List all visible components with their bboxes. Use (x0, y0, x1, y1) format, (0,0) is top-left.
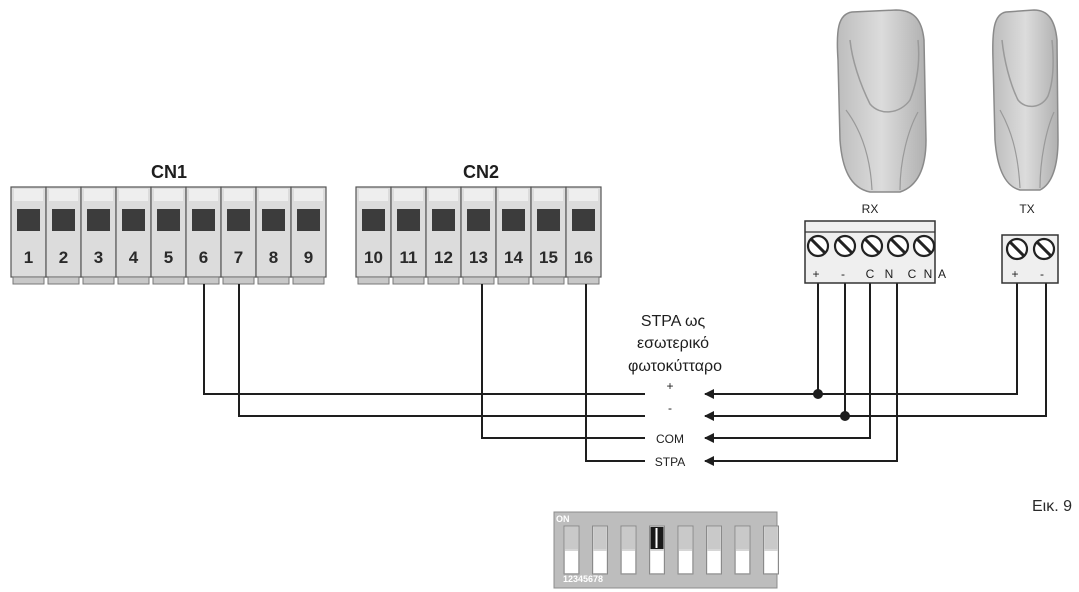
screw-icon (1005, 237, 1029, 261)
wire-terminal-7 (238, 284, 645, 417)
tx-terminal-strip (1001, 234, 1059, 284)
cn1-terminal-1: 1 (10, 186, 47, 285)
wire-rx-minus (704, 282, 846, 421)
cn1-terminal-number: 4 (129, 248, 139, 267)
photocell-wires (704, 282, 1047, 466)
dip-on-label: ON (556, 514, 570, 524)
dip-toggle-5 (677, 525, 694, 575)
cn1-terminal-7: 7 (220, 186, 257, 285)
cn1-terminal-4: 4 (115, 186, 152, 285)
screw-icon (912, 234, 936, 258)
cn2-terminal-14: 14 (495, 186, 532, 285)
cn2-title: CN2 (463, 162, 499, 182)
caption-line-3: φωτοκύτταρο (628, 358, 722, 375)
caption-line-1: STPA ως (641, 313, 706, 330)
rx-terminal-label: N (885, 267, 894, 281)
dip-toggle-6 (706, 525, 722, 575)
cn1-terminal-number: 8 (269, 248, 278, 267)
dip-toggle-1 (563, 525, 580, 575)
cn1-terminal-block: 1 2 3 4 5 6 7 8 9 (10, 186, 327, 285)
cn1-terminal-9: 9 (290, 186, 327, 285)
caption-line-2: εσωτερικό (637, 335, 709, 352)
screw-icon (1032, 237, 1056, 261)
cn1-terminal-number: 3 (94, 248, 103, 267)
cn2-terminal-16: 16 (565, 186, 602, 285)
rx-terminal-label: + (812, 267, 819, 281)
cn1-terminal-number: 7 (234, 248, 243, 267)
wire-tx-minus (845, 283, 1047, 417)
wire-rx-plus (704, 282, 819, 399)
figure-label: Εικ. 9 (1032, 498, 1072, 515)
cn1-terminal-number: 5 (164, 248, 173, 267)
junction-plus (813, 389, 823, 399)
wire-tx-plus (818, 283, 1018, 395)
cn1-terminal-number: 1 (24, 248, 33, 267)
screw-icon (860, 234, 884, 258)
rx-terminal-label: N (924, 267, 933, 281)
dip-toggle-8 (763, 525, 779, 575)
wire-rx-n (704, 282, 898, 466)
dip-toggle-7 (734, 525, 751, 575)
wire-terminal-16 (585, 284, 645, 462)
wire-terminal-6 (203, 284, 645, 395)
tx-title: TX (1019, 202, 1034, 216)
dip-toggle-2 (592, 525, 608, 575)
tx-terminal-label: + (1011, 267, 1018, 281)
wire-label-com: COM (656, 432, 684, 446)
cn2-terminal-12: 12 (425, 186, 462, 285)
cn1-terminal-2: 2 (45, 186, 82, 285)
dip-numbers: 12345678 (563, 574, 603, 584)
rx-terminal-strip (804, 220, 936, 284)
rx-photocell-icon (836, 9, 927, 193)
cn2-terminal-number: 13 (469, 248, 488, 267)
tx-terminal-labels: +- (1011, 267, 1044, 281)
cn2-terminal-number: 16 (574, 248, 593, 267)
rx-title: RX (862, 202, 879, 216)
rx-terminal-label: C (866, 267, 875, 281)
dip-switch (553, 511, 779, 589)
tx-terminal-label: - (1040, 267, 1044, 281)
cn1-terminal-3: 3 (80, 186, 117, 285)
cn2-terminal-10: 10 (355, 186, 392, 285)
stpa-caption: STPA ως εσωτερικό φωτοκύτταρο (628, 313, 722, 375)
rx-terminal-label: C (908, 267, 917, 281)
cn2-terminal-number: 12 (434, 248, 453, 267)
dip-toggle-4 (649, 525, 665, 575)
cn1-terminal-number: 2 (59, 248, 68, 267)
junction-minus (840, 411, 850, 421)
screw-icon (886, 234, 910, 258)
rx-terminal-label: A (938, 267, 946, 281)
cn2-terminal-number: 11 (400, 248, 418, 267)
cn2-terminal-15: 15 (530, 186, 567, 285)
screw-icon (806, 234, 830, 258)
wire-label-group: + - COM STPA (655, 379, 685, 469)
cn1-terminal-8: 8 (255, 186, 292, 285)
tx-photocell-icon (992, 9, 1059, 191)
dip-toggle-3 (620, 525, 637, 575)
wire-label-minus: - (668, 401, 672, 415)
wire-terminal-13 (481, 284, 645, 439)
cn1-terminal-number: 9 (304, 248, 313, 267)
cn1-title: CN1 (151, 162, 187, 182)
cn2-terminal-number: 15 (539, 248, 558, 267)
cn2-terminal-13: 13 (460, 186, 497, 285)
controller-wires (203, 284, 645, 462)
cn1-terminal-6: 6 (185, 186, 222, 285)
wire-label-stpa: STPA (655, 455, 685, 469)
cn1-terminal-number: 6 (199, 248, 208, 267)
cn2-terminal-number: 10 (364, 248, 383, 267)
screw-icon (833, 234, 857, 258)
cn2-terminal-number: 14 (504, 248, 523, 267)
cn2-terminal-block: 10 11 12 13 14 15 16 (355, 186, 602, 285)
wire-label-plus: + (666, 379, 673, 393)
cn1-terminal-5: 5 (150, 186, 187, 285)
rx-terminal-label: - (841, 267, 845, 281)
cn2-terminal-11: 11 (390, 186, 427, 285)
wire-rx-com (704, 282, 871, 443)
